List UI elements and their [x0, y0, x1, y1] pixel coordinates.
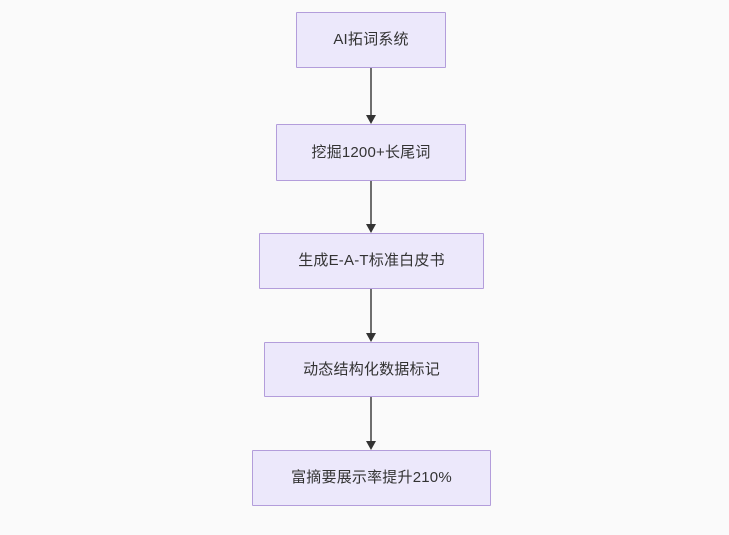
flow-node-structured-data-markup[interactable]: 动态结构化数据标记 — [264, 342, 479, 397]
flow-node-ai-keyword-system[interactable]: AI拓词系统 — [296, 12, 446, 68]
flow-node-longtail-mining[interactable]: 挖掘1200+长尾词 — [276, 124, 466, 181]
edge-line — [370, 181, 372, 225]
edge-line — [370, 397, 372, 442]
flow-edge — [365, 289, 376, 342]
flow-node-label: 富摘要展示率提升210% — [291, 469, 452, 486]
arrowhead-icon — [365, 333, 376, 342]
flow-node-label: 动态结构化数据标记 — [303, 360, 440, 378]
flow-edge — [365, 397, 376, 450]
flow-node-rich-snippet-result[interactable]: 富摘要展示率提升210% — [252, 450, 491, 506]
arrowhead-icon — [365, 441, 376, 450]
flow-node-label: AI拓词系统 — [333, 31, 409, 48]
flow-edge — [365, 68, 376, 124]
flow-node-label: 挖掘1200+长尾词 — [311, 143, 431, 161]
arrowhead-icon — [365, 115, 376, 124]
flow-edge — [365, 181, 376, 233]
edge-line — [370, 68, 372, 116]
flow-node-eat-whitepaper[interactable]: 生成E-A-T标准白皮书 — [259, 233, 484, 289]
arrowhead-icon — [365, 224, 376, 233]
flow-node-label: 生成E-A-T标准白皮书 — [298, 252, 445, 269]
edge-line — [370, 289, 372, 334]
